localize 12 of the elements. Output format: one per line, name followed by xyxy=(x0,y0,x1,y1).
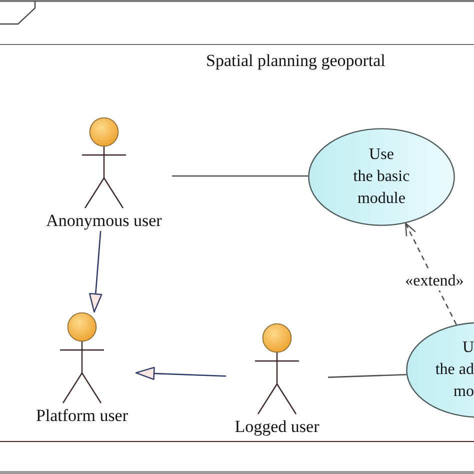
use-case-name: Use the basic module xyxy=(353,144,410,208)
use-case-name: U the ad mo xyxy=(435,338,474,402)
actor-name: Anonymous user xyxy=(46,210,162,230)
actor-name: Platform user xyxy=(36,406,128,426)
system-boundary xyxy=(0,44,474,442)
arrow xyxy=(89,230,102,313)
actor-name: Logged user xyxy=(234,416,320,436)
connector-line xyxy=(328,374,406,378)
connector-line xyxy=(172,175,308,177)
edge-label: «extend» xyxy=(403,271,466,290)
arrow xyxy=(135,366,226,380)
system-name: Spatial planning geoportal xyxy=(206,51,386,71)
